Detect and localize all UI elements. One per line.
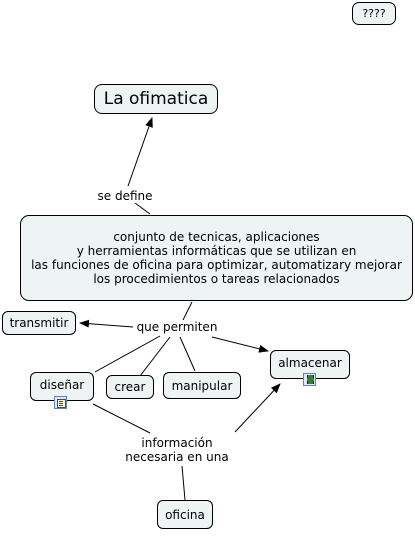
line-definition-sedefine: [134, 202, 151, 215]
link-se-define: se define: [94, 189, 156, 203]
concept-transmitir-label: transmitir: [9, 316, 69, 330]
link-informacion: información necesaria en una: [120, 436, 234, 464]
concept-manipular[interactable]: manipular: [163, 372, 241, 399]
concept-disenar-label: diseñar: [39, 378, 85, 392]
document-icon[interactable]: [54, 396, 67, 409]
line-oficina-informacion: [181, 465, 186, 501]
line-quepermiten-almacenar: [211, 336, 269, 353]
concept-crear[interactable]: crear: [106, 375, 154, 399]
concept-oficina[interactable]: oficina: [157, 500, 213, 529]
concept-la-ofimatica[interactable]: La ofimatica: [94, 84, 218, 114]
line-disenar-informacion: [92, 403, 151, 434]
line-quepermiten-disenar: [94, 335, 161, 373]
concept-la-ofimatica-label: La ofimatica: [103, 89, 209, 109]
concept-unknown[interactable]: ????: [352, 2, 396, 25]
line-sedefine-ofimatica: [127, 117, 153, 187]
link-que-permiten-label: que permiten: [136, 320, 218, 334]
line-quepermiten-transmitir: [79, 319, 134, 328]
line-definition-quepermiten: [182, 301, 193, 321]
concept-unknown-label: ????: [362, 6, 386, 20]
concept-definition[interactable]: conjunto de tecnicas, aplicaciones y her…: [20, 215, 413, 301]
line-informacion-almacenar: [234, 383, 281, 433]
concept-oficina-label: oficina: [165, 507, 205, 522]
concept-definition-label: conjunto de tecnicas, aplicaciones y her…: [31, 230, 402, 286]
concept-manipular-label: manipular: [171, 378, 233, 393]
link-se-define-label: se define: [97, 189, 153, 203]
link-informacion-label: información necesaria en una: [125, 436, 229, 464]
concept-crear-label: crear: [114, 380, 146, 394]
film-icon[interactable]: [303, 373, 316, 386]
link-que-permiten: que permiten: [134, 320, 220, 334]
concept-almacenar-label: almacenar: [278, 356, 342, 370]
concept-transmitir[interactable]: transmitir: [2, 311, 76, 335]
line-quepermiten-crear: [139, 336, 171, 377]
line-quepermiten-manipular: [179, 336, 196, 372]
